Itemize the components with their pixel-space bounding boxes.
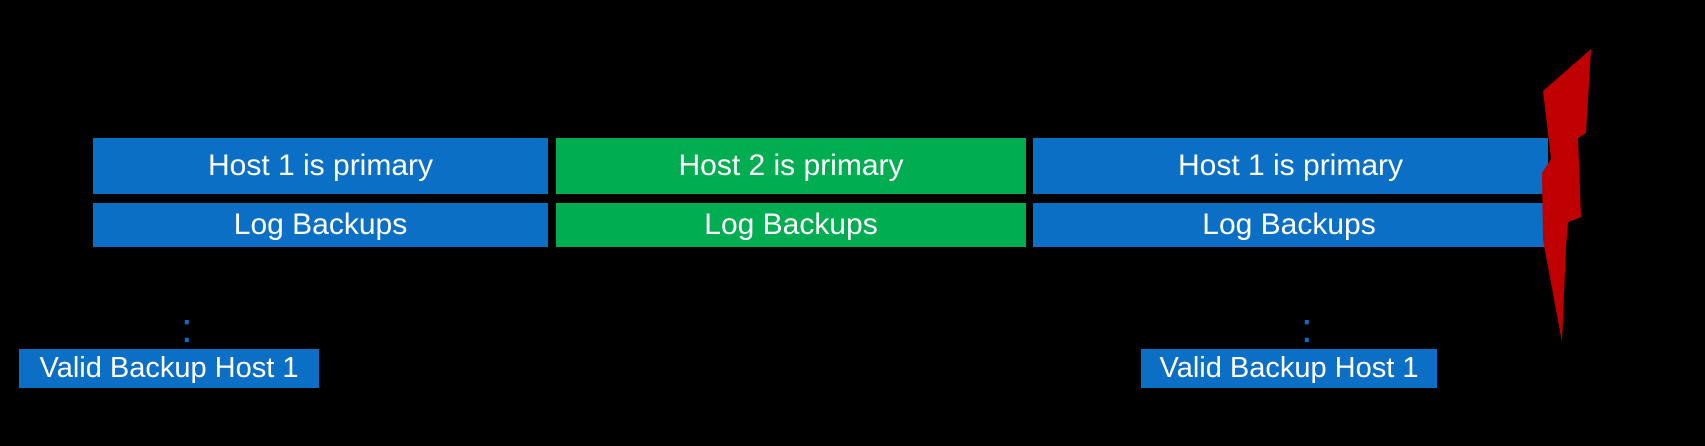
valid-backup-label-1: Valid Backup Host 1 [19,349,319,388]
primary-bar-section3: Host 1 is primary [1033,138,1548,194]
primary-bar-section1: Host 1 is primary [93,138,548,194]
primary-bar-section2: Host 2 is primary [556,138,1026,194]
backup-time-colon-1: : [181,304,193,351]
lightning-bolt-icon [1542,49,1591,342]
valid-backup-label-2: Valid Backup Host 1 [1141,349,1437,388]
backup-time-colon-2: : [1301,304,1313,351]
log-backups-bar-section3: Log Backups [1033,203,1545,247]
log-backups-bar-section2: Log Backups [556,203,1026,247]
log-backups-bar-section1: Log Backups [93,203,548,247]
